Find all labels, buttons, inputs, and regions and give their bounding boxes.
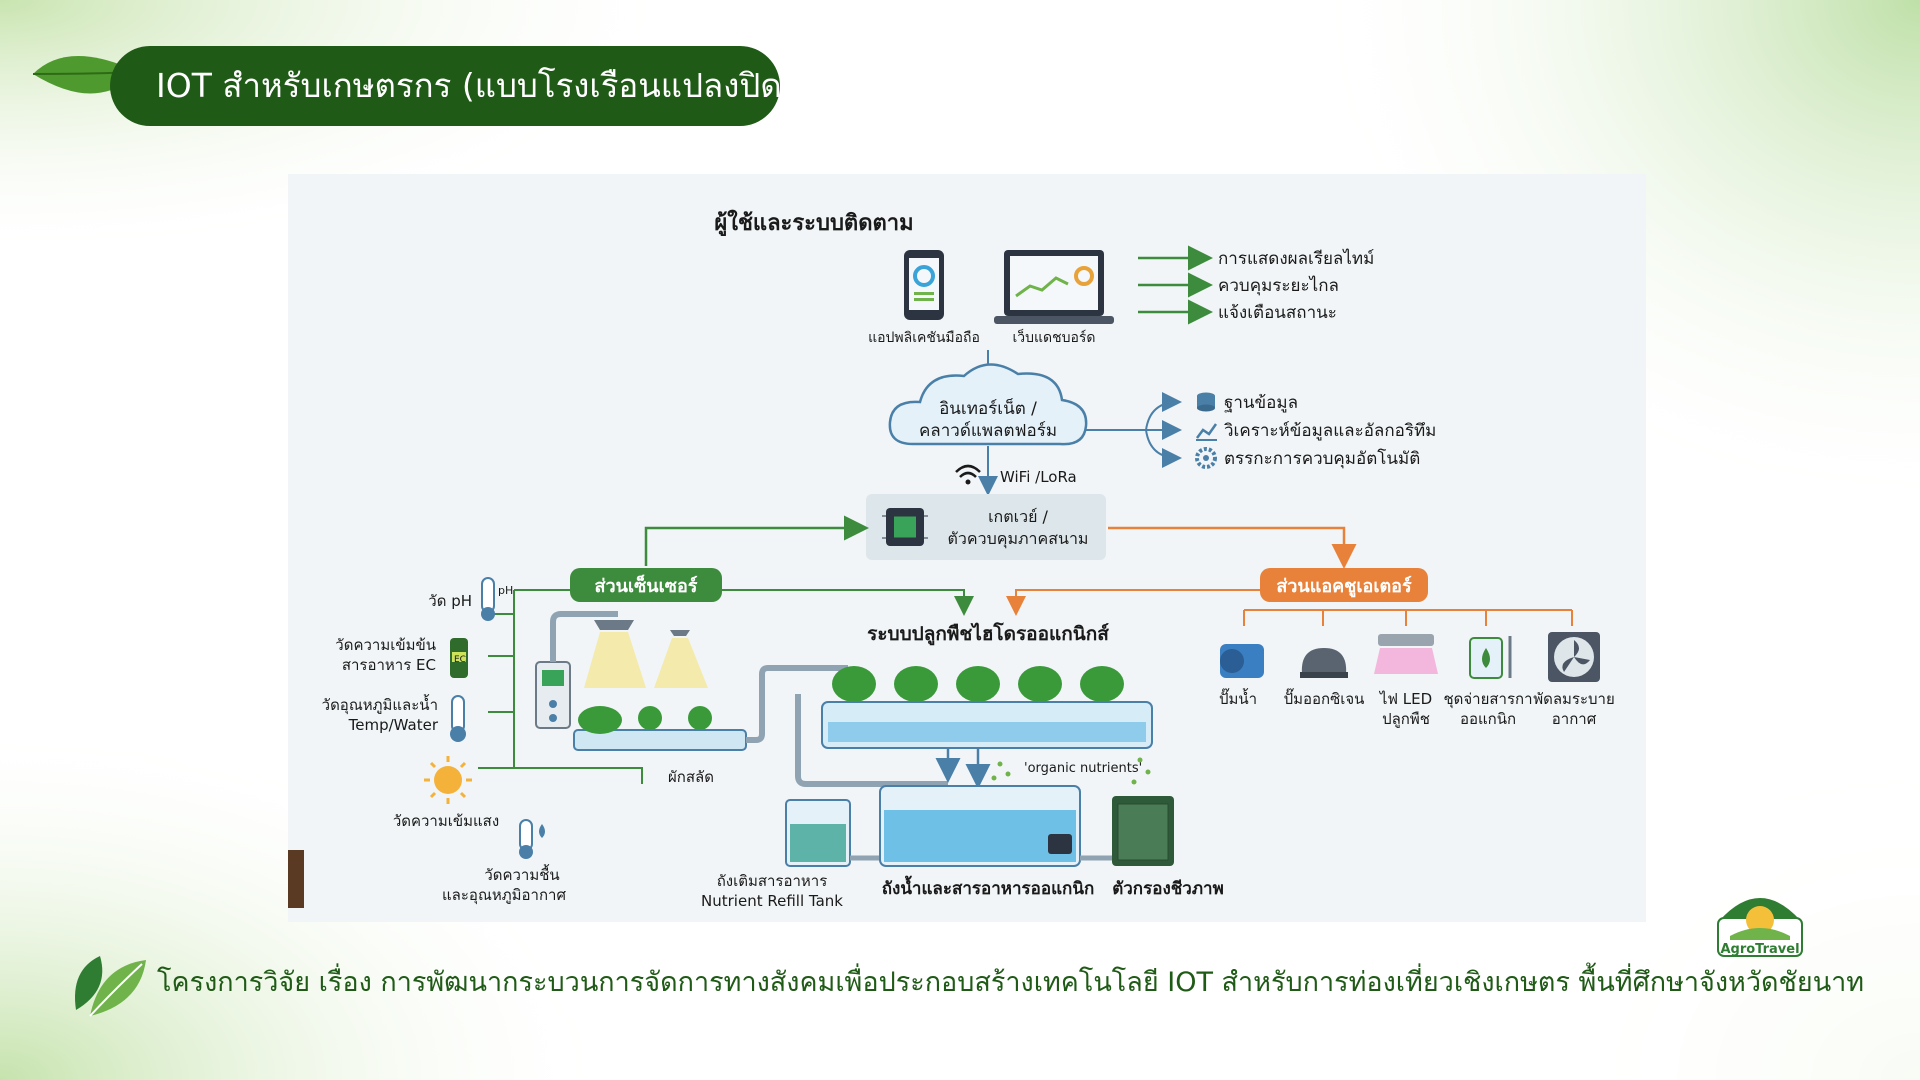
grow-lamp-icon xyxy=(584,620,708,688)
sensor-light-label: วัดความเข้มแสง xyxy=(393,812,499,830)
air-pump-icon xyxy=(1300,648,1348,678)
user-title: ผู้ใช้และระบบติดตาม xyxy=(714,209,913,237)
output-remote-control: ควบคุมระยะไกล xyxy=(1218,275,1339,296)
actuator-branches xyxy=(1243,609,1573,626)
organic-nutrients-label: 'organic nutrients' xyxy=(1024,761,1142,776)
pipe-to-hydro xyxy=(746,665,848,743)
ph-tag: pH xyxy=(498,584,513,597)
agrotravel-logo: AgroTravel xyxy=(1717,898,1803,957)
sensor-humidity-line1: วัดความชื้น xyxy=(484,864,559,884)
cloud-service-connectors xyxy=(1086,392,1182,468)
chip-icon xyxy=(882,508,928,546)
grow-light-pipe xyxy=(550,611,618,662)
ph-meter-icon xyxy=(481,577,495,621)
sensor-ec-line2: สารอาหาร EC xyxy=(342,656,436,674)
hydroponic-iot-diagram: ผู้ใช้และระบบติดตาม แอปพลิเคชันมือถือ เว… xyxy=(288,174,1646,922)
actuator-dispenser-line2: ออแกนิก xyxy=(1460,710,1516,728)
sun-icon xyxy=(424,756,472,804)
page-title: IOT สำหรับเกษตรกร (แบบโรงเรือนแปลงปิด) xyxy=(110,46,795,126)
actuator-section-pill xyxy=(1260,568,1428,602)
actuator-oxygen-pump: ปั๊มออกซิเจน xyxy=(1284,688,1365,708)
sensor-ec-line1: วัดความเข้มข้น xyxy=(335,636,436,654)
cloud-line2: คลาวด์แพลตฟอร์ม xyxy=(919,421,1057,441)
cloud-line1: อินเทอร์เน็ต / xyxy=(939,397,1037,419)
footer-research-title: โครงการวิจัย เรื่อง การพัฒนากระบวนการจัด… xyxy=(157,967,1865,998)
output-alert: แจ้งเตือนสถานะ xyxy=(1218,303,1337,323)
wifi-icon xyxy=(955,464,981,485)
ec-tag: EC xyxy=(454,655,466,665)
lettuce-seedlings-icon xyxy=(578,706,712,734)
controller-device-icon xyxy=(535,661,571,729)
dashboard-label: เว็บแดชบอร์ด xyxy=(1012,328,1095,346)
service-analytics: วิเคราะห์ข้อมูลและอัลกอริทึม xyxy=(1224,421,1437,441)
cloud-icon xyxy=(888,363,1088,446)
logo-text: AgroTravel xyxy=(1720,942,1799,957)
wifi-lora-label: WiFi /LoRa xyxy=(1000,468,1077,486)
sensor-temp-line1: วัดอุณหภูมิและน้ำ xyxy=(322,694,438,715)
diagram-panel: ผู้ใช้และระบบติดตาม แอปพลิเคชันมือถือ เว… xyxy=(288,174,1646,922)
thermometer-icon xyxy=(450,695,466,742)
service-database: ฐานข้อมูล xyxy=(1224,393,1298,413)
actuator-led-line1: ไฟ LED xyxy=(1379,690,1432,708)
ec-meter-icon xyxy=(450,638,468,678)
mobile-app-label: แอปพลิเคชันมือถือ xyxy=(868,330,980,346)
sensor-temp-line2: Temp/Water xyxy=(348,716,439,734)
analytics-icon xyxy=(1196,423,1218,441)
hydro-water xyxy=(828,722,1146,742)
database-icon xyxy=(1197,392,1215,412)
gateway-box xyxy=(866,494,1106,560)
led-grow-light-icon xyxy=(1374,634,1438,674)
mobile-phone-icon xyxy=(904,250,944,320)
sensor-section-pill xyxy=(570,568,722,602)
refill-tank-line2: Nutrient Refill Tank xyxy=(701,892,843,910)
actuator-to-hydro-arrow xyxy=(1006,589,1260,616)
water-pump-icon xyxy=(1220,644,1264,678)
refill-tank-line1: ถังเติมสารอาหาร xyxy=(717,872,828,890)
hydro-inlet-pipe xyxy=(795,694,948,787)
service-auto-control: ตรรกะการควบคุมอัตโนมัติ xyxy=(1224,448,1420,469)
sensor-ph-label: วัด pH xyxy=(428,592,472,610)
sensor-section-title: ส่วนเซ็นเซอร์ xyxy=(595,574,698,597)
exhaust-fan-icon xyxy=(1548,632,1600,682)
gear-icon xyxy=(1195,447,1217,469)
sensor-humidity-line2: และอุณหภูมิอากาศ xyxy=(442,886,566,905)
main-tank-label: ถังน้ำและสารอาหารออแกนิก xyxy=(882,875,1095,899)
output-realtime: การแสดงผลเรียลไทม์ xyxy=(1218,248,1374,269)
actuator-fan-line1: พัดลมระบาย xyxy=(1533,690,1615,708)
actuator-led-line2: ปลูกพืช xyxy=(1382,710,1430,728)
actuator-fan-line2: อากาศ xyxy=(1552,710,1597,728)
laptop-icon xyxy=(994,250,1114,324)
sensor-bus xyxy=(478,589,643,784)
actuator-water-pump: ปั๊มน้ำ xyxy=(1219,688,1257,708)
leaf-icon xyxy=(75,956,146,1017)
humidity-sensor-icon xyxy=(519,819,545,859)
sensor-to-hydro-arrow xyxy=(722,589,974,616)
nutrient-dispenser-icon xyxy=(1469,636,1512,679)
main-tank-icon xyxy=(879,785,1081,867)
gateway-line1: เกตเวย์ / xyxy=(988,507,1048,526)
refill-tank-icon xyxy=(785,799,851,867)
actuator-section-title: ส่วนแอคชูเอเตอร์ xyxy=(1276,575,1412,598)
biofilter-icon xyxy=(1112,796,1174,866)
actuator-dispenser-line1: ชุดจ่ายสารกา xyxy=(1443,690,1532,709)
output-arrows xyxy=(1138,245,1213,325)
sensor-to-gateway-arrow xyxy=(644,515,869,566)
gateway-line2: ตัวควบคุมภาคสนาม xyxy=(948,529,1089,549)
hydro-title: ระบบปลูกพืชไฮโดรออแกนิกส์ xyxy=(867,622,1109,646)
hydro-lettuce-icons xyxy=(832,666,1124,702)
biofilter-label: ตัวกรองชีวภาพ xyxy=(1112,878,1224,899)
lettuce-label: ผักสลัด xyxy=(668,768,714,786)
gateway-to-actuator-arrow xyxy=(1108,526,1357,569)
